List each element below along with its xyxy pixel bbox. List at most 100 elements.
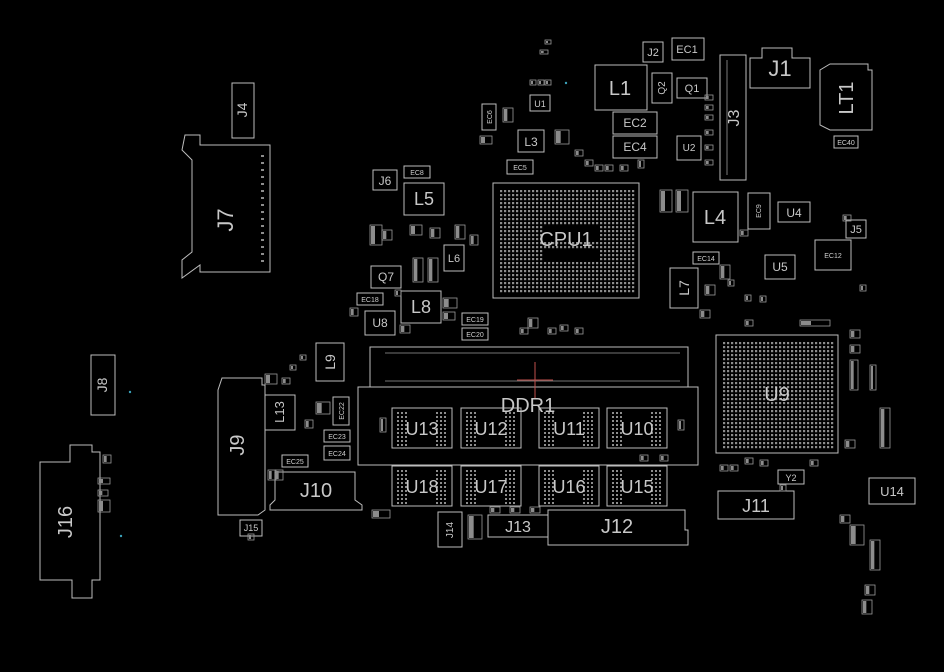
chip-u8[interactable]: U8 xyxy=(364,310,396,336)
memory-ball xyxy=(397,486,399,488)
memory-ball xyxy=(587,498,589,500)
connector-j7[interactable]: J7 xyxy=(181,134,271,279)
capacitor-ec18[interactable]: EC18 xyxy=(356,292,384,306)
capacitor-ec2[interactable]: EC2 xyxy=(612,111,658,135)
connector-j3[interactable]: J3 xyxy=(719,54,747,181)
memory-chip-u13[interactable]: U13 xyxy=(391,407,453,449)
cpu-ball xyxy=(500,266,503,269)
memory-chip-u11[interactable]: U11 xyxy=(538,407,600,449)
transformer-lt1[interactable]: LT1 xyxy=(819,63,873,131)
transistor-q7[interactable]: Q7 xyxy=(370,265,402,289)
passive-component xyxy=(264,373,278,385)
cpu-ball xyxy=(624,214,627,217)
inductor-l6[interactable]: L6 xyxy=(443,244,465,272)
memory-chip-u15[interactable]: U15 xyxy=(606,465,668,507)
inductor-l5[interactable]: L5 xyxy=(403,182,445,216)
connector-j9[interactable]: J9 xyxy=(217,377,266,516)
cpu-ball xyxy=(548,222,551,225)
memory-chip-u10[interactable]: U10 xyxy=(606,407,668,449)
transistor-q1[interactable]: Q1 xyxy=(676,77,708,99)
connector-j16[interactable]: J16 xyxy=(39,444,101,599)
memory-ball xyxy=(401,470,403,472)
inductor-l1[interactable]: L1 xyxy=(594,64,648,111)
small-components xyxy=(97,39,891,615)
capacitor-ec14[interactable]: EC14 xyxy=(692,251,720,265)
capacitor-ec24[interactable]: EC24 xyxy=(323,445,351,461)
capacitor-ec19[interactable]: EC19 xyxy=(461,312,489,326)
u9-ball xyxy=(747,350,750,353)
chip-u4[interactable]: U4 xyxy=(777,201,811,223)
memory-chip-u16[interactable]: U16 xyxy=(538,465,600,507)
connector-j5[interactable]: J5 xyxy=(845,219,867,239)
memory-chip-u18[interactable]: U18 xyxy=(391,465,453,507)
connector-j14[interactable]: J14 xyxy=(437,511,463,548)
cpu-ball xyxy=(508,234,511,237)
connector-j10[interactable]: J10 xyxy=(269,471,363,511)
cpu-ball xyxy=(580,222,583,225)
connector-j12[interactable]: J12 xyxy=(547,509,689,546)
memory-chip-u17[interactable]: U17 xyxy=(460,465,522,507)
inductor-l13[interactable]: L13 xyxy=(264,394,296,431)
u9-ball xyxy=(731,358,734,361)
u9-ball xyxy=(731,382,734,385)
memory-ball xyxy=(620,486,622,488)
chip-u9[interactable]: U9 xyxy=(715,334,839,454)
transistor-q2[interactable]: Q2 xyxy=(651,72,673,104)
connector-j8[interactable]: J8 xyxy=(90,354,116,416)
cpu-ball xyxy=(540,190,543,193)
inductor-l4[interactable]: L4 xyxy=(692,191,739,243)
cpu-ball xyxy=(632,266,635,269)
component-pad xyxy=(431,229,435,237)
connector-j11[interactable]: J11 xyxy=(717,490,795,520)
capacitor-ec20[interactable]: EC20 xyxy=(461,327,489,341)
connector-j1[interactable]: J1 xyxy=(749,47,811,89)
memory-ball xyxy=(444,440,446,442)
passive-component xyxy=(619,164,629,172)
connector-j6[interactable]: J6 xyxy=(372,169,398,191)
capacitor-ec9[interactable]: EC9 xyxy=(747,192,771,230)
capacitor-ec6[interactable]: EC6 xyxy=(481,103,497,131)
cpu-ball xyxy=(612,194,615,197)
inductor-l8[interactable]: L8 xyxy=(400,290,442,324)
ddr1-area[interactable]: DDR1 xyxy=(357,346,699,466)
inductor-l7[interactable]: L7 xyxy=(669,267,699,309)
chip-u5[interactable]: U5 xyxy=(764,254,796,280)
capacitor-ec5[interactable]: EC5 xyxy=(506,159,534,175)
u9-ball xyxy=(751,342,754,345)
cpu-ball xyxy=(552,222,555,225)
capacitor-ec22[interactable]: EC22 xyxy=(332,396,350,426)
cpu-ball xyxy=(592,278,595,281)
u9-ball xyxy=(751,366,754,369)
cpu-ball xyxy=(592,210,595,213)
capacitor-ec25[interactable]: EC25 xyxy=(281,454,309,468)
label-ec24: EC24 xyxy=(328,451,346,458)
memory-ball xyxy=(440,478,442,480)
memory-chip-u12[interactable]: U12 xyxy=(460,407,522,449)
cpu-ball xyxy=(548,274,551,277)
connector-j2[interactable]: J2 xyxy=(642,41,664,63)
inductor-l9[interactable]: L9 xyxy=(315,342,345,382)
chip-u1[interactable]: U1 xyxy=(529,94,551,112)
cpu1[interactable]: CPU1 xyxy=(492,182,640,299)
capacitor-ec23[interactable]: EC23 xyxy=(323,429,351,443)
inductor-l3[interactable]: L3 xyxy=(517,129,545,153)
connector-j13[interactable]: J13 xyxy=(487,514,549,538)
capacitor-ec8[interactable]: EC8 xyxy=(403,165,431,179)
u9-ball xyxy=(755,354,758,357)
label-l4: L4 xyxy=(704,207,726,229)
chip-u14[interactable]: U14 xyxy=(868,477,916,505)
u9-ball xyxy=(727,394,730,397)
passive-component xyxy=(729,464,739,472)
u9-ball xyxy=(739,418,742,421)
capacitor-ec40[interactable]: EC40 xyxy=(833,135,859,149)
cpu-ball xyxy=(620,210,623,213)
cpu-ball xyxy=(580,190,583,193)
capacitor-ec1[interactable]: EC1 xyxy=(671,37,705,61)
capacitor-ec12[interactable]: EC12 xyxy=(814,239,852,271)
chip-u2[interactable]: U2 xyxy=(676,135,702,161)
capacitor-ec4[interactable]: EC4 xyxy=(612,135,658,159)
u9-ball xyxy=(767,382,770,385)
crystal-y2[interactable]: Y2 xyxy=(777,469,805,485)
connector-j4[interactable]: J4 xyxy=(231,82,255,139)
